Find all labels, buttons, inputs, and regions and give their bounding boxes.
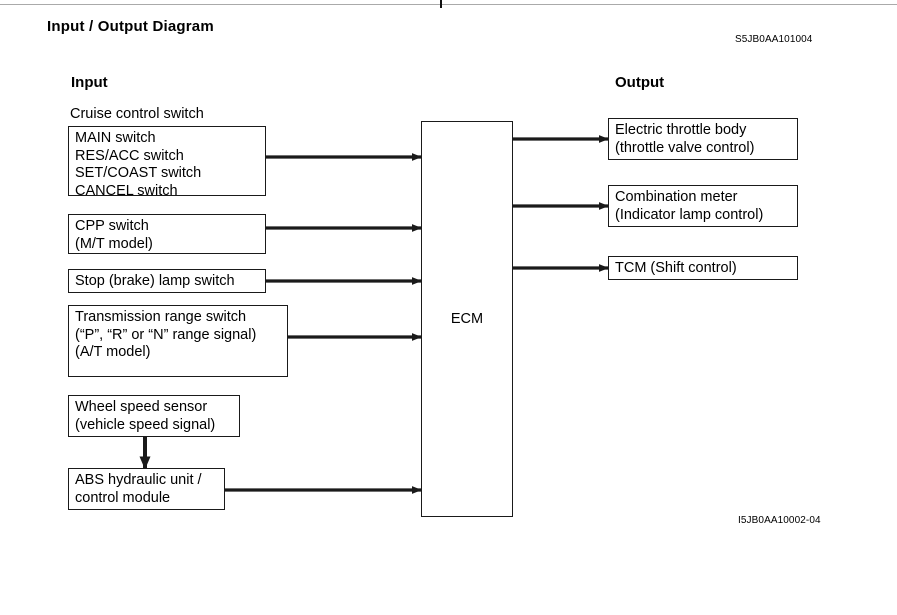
output-box-electric-throttle-body: Electric throttle body (throttle valve c… (608, 118, 798, 160)
input-box-transmission-range-switch: Transmission range switch (“P”, “R” or “… (68, 305, 288, 377)
ecm-module-box: ECM (421, 121, 513, 517)
ecm-label: ECM (450, 311, 484, 327)
input-box-stop-brake-lamp-switch: Stop (brake) lamp switch (68, 269, 266, 293)
output-box-combination-meter: Combination meter (Indicator lamp contro… (608, 185, 798, 227)
page-top-tick-mark (440, 0, 442, 8)
input-box-abs-hydraulic-unit: ABS hydraulic unit / control module (68, 468, 225, 510)
page-title: Input / Output Diagram (47, 18, 214, 35)
reference-code-bottom: I5JB0AA10002-04 (738, 515, 821, 526)
output-box-tcm-shift-control: TCM (Shift control) (608, 256, 798, 280)
input-box-cruise-control-switch: MAIN switch RES/ACC switch SET/COAST swi… (68, 126, 266, 199)
reference-code-top: S5JB0AA101004 (735, 34, 813, 45)
cruise-control-switch-caption: Cruise control switch (70, 106, 204, 122)
input-column-heading: Input (71, 74, 108, 91)
input-box-cpp-switch: CPP switch (M/T model) (68, 214, 266, 254)
input-box-wheel-speed-sensor: Wheel speed sensor (vehicle speed signal… (68, 395, 240, 437)
page-top-rule (0, 4, 897, 5)
output-column-heading: Output (615, 74, 665, 91)
